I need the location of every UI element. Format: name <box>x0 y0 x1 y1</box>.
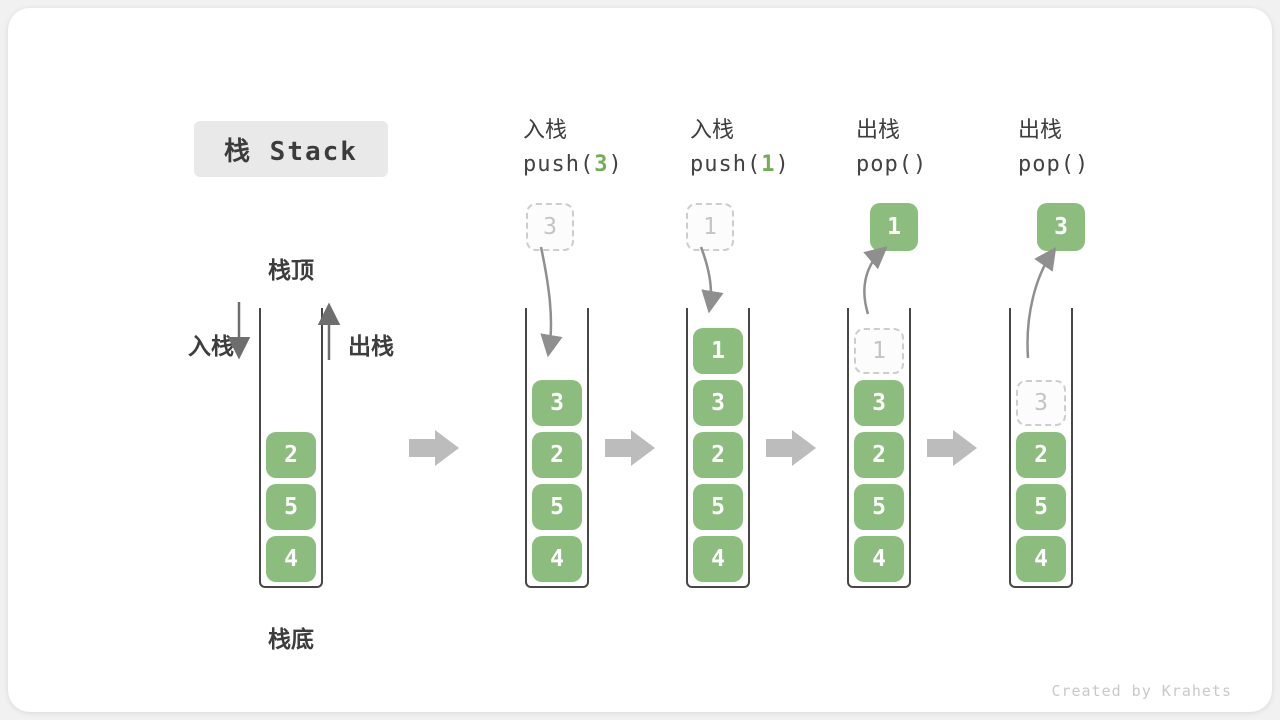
operation-push-1: 入栈 push(1) <box>690 112 850 177</box>
operation-pop-3: 出栈 pop() <box>1018 112 1178 177</box>
stack-cell: 2 <box>1016 432 1066 478</box>
pop-side-label: 出栈 <box>348 334 394 360</box>
stack-container-5 <box>1009 308 1073 588</box>
watermark: Created by Krahets <box>1051 682 1232 700</box>
stack-cell: 5 <box>532 484 582 530</box>
stack-cell: 3 <box>693 380 743 426</box>
operation-name: 入栈 <box>690 118 735 143</box>
stack-bottom-label: 栈底 <box>268 627 314 653</box>
operation-code: push(1) <box>690 152 790 177</box>
operation-name: 入栈 <box>523 118 568 143</box>
stack-container-4 <box>847 308 911 588</box>
incoming-cell: 3 <box>526 203 574 251</box>
operation-push-3: 入栈 push(3) <box>523 112 683 177</box>
stack-cell: 2 <box>854 432 904 478</box>
ghost-cell: 1 <box>854 328 904 374</box>
stack-cell: 2 <box>532 432 582 478</box>
popped-cell: 1 <box>870 203 918 251</box>
stack-cell: 3 <box>532 380 582 426</box>
stack-cell: 2 <box>266 432 316 478</box>
operation-name: 出栈 <box>1018 118 1063 143</box>
operation-code: push(3) <box>523 152 623 177</box>
stack-cell: 5 <box>1016 484 1066 530</box>
push-side-label: 入栈 <box>188 334 234 360</box>
diagram-card: 栈 Stack 入栈 push(3) 入栈 push(1) 出栈 pop() 出… <box>8 8 1272 712</box>
stack-container-2 <box>525 308 589 588</box>
stack-cell: 4 <box>1016 536 1066 582</box>
stack-cell: 5 <box>854 484 904 530</box>
ghost-cell: 3 <box>1016 380 1066 426</box>
stack-cell: 5 <box>266 484 316 530</box>
popped-cell: 3 <box>1037 203 1085 251</box>
stack-container-3 <box>686 308 750 588</box>
stack-container-1 <box>259 308 323 588</box>
stack-cell: 4 <box>532 536 582 582</box>
operation-pop-1: 出栈 pop() <box>856 112 1016 177</box>
stack-cell: 1 <box>693 328 743 374</box>
stack-cell: 4 <box>266 536 316 582</box>
title-badge: 栈 Stack <box>194 121 388 177</box>
operation-code: pop() <box>856 152 928 177</box>
operation-code: pop() <box>1018 152 1090 177</box>
operation-name: 出栈 <box>856 118 901 143</box>
incoming-cell: 1 <box>686 203 734 251</box>
stack-cell: 2 <box>693 432 743 478</box>
stack-cell: 4 <box>854 536 904 582</box>
stack-cell: 3 <box>854 380 904 426</box>
stack-cell: 4 <box>693 536 743 582</box>
stack-cell: 5 <box>693 484 743 530</box>
stack-top-label: 栈顶 <box>268 258 314 284</box>
